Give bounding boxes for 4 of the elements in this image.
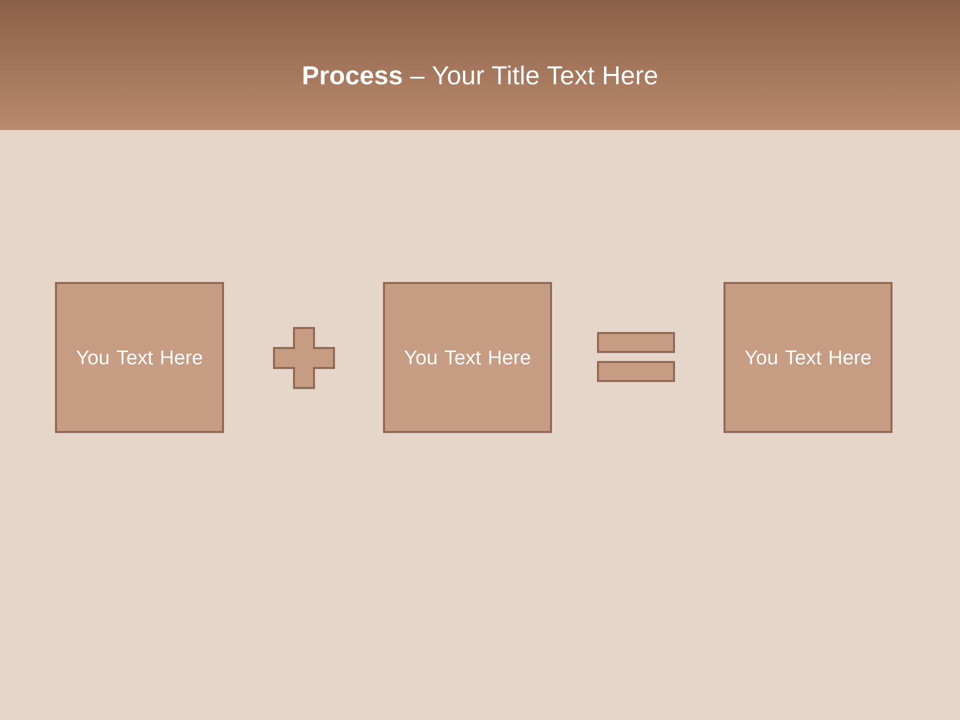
title: Process – Your Title Text Here xyxy=(304,65,658,85)
text-box: You Text Here xyxy=(383,282,552,433)
text-box: You Text Here xyxy=(55,282,224,433)
text-box: You Text Here xyxy=(724,282,892,433)
